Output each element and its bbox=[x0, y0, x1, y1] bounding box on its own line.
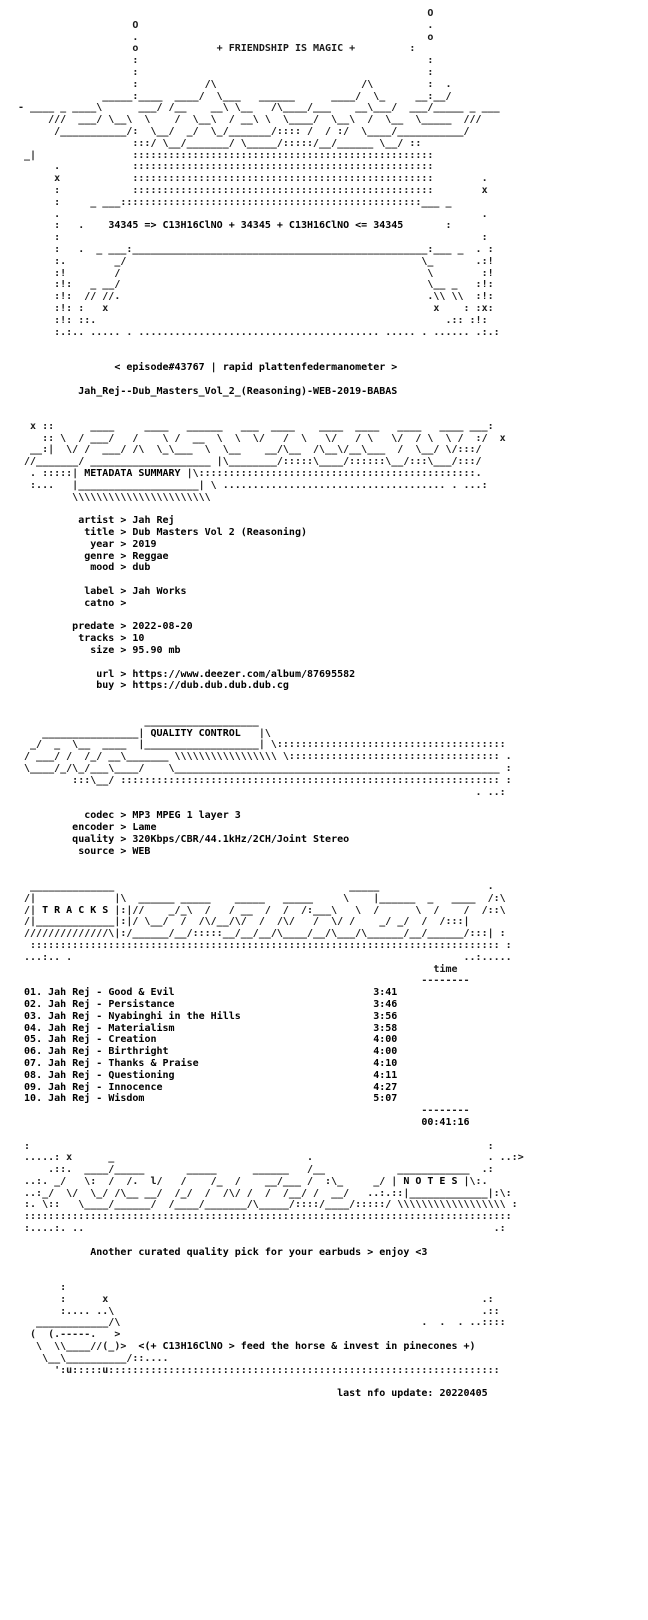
header-art: O O . . o o + FRIENDSHIP IS MAGIC + bbox=[18, 8, 500, 232]
field-source: source > WEB bbox=[18, 845, 151, 857]
track-list: 01. Jah Rej - Good & Evil 3:41 02. Jah R… bbox=[18, 987, 397, 1104]
footer-tagline: <(+ C13H16ClNO > feed the horse & invest… bbox=[138, 1341, 476, 1353]
track-row: 10. Jah Rej - Wisdom 5:07 bbox=[24, 1093, 398, 1105]
quality-fields: codec > MP3 MPEG 1 layer 3 encoder > Lam… bbox=[18, 810, 349, 856]
track-row: 03. Jah Rej - Nyabinghi in the Hills 3:5… bbox=[24, 1010, 398, 1022]
field-artist: artist > Jah Rej bbox=[54, 515, 175, 527]
footer-art: : : x .: :.... ..\ .:: ____________/\ bbox=[30, 1282, 506, 1353]
total-time: 00:41:16 bbox=[421, 1116, 470, 1128]
quality-banner-art: ___________________ ________________| bbox=[42, 715, 259, 739]
field-genre: genre > Reggae bbox=[18, 550, 169, 562]
metadata-section-title: METADATA SUMMARY bbox=[84, 468, 181, 480]
time-header: time bbox=[433, 963, 458, 975]
track-row: 07. Jah Rej - Thanks & Praise 4:10 bbox=[24, 1057, 398, 1069]
field-url: url > https://www.deezer.com/album/87695… bbox=[18, 668, 356, 680]
track-row: 01. Jah Rej - Good & Evil 3:41 bbox=[24, 987, 398, 999]
field-mood: mood > dub bbox=[18, 562, 151, 574]
notes-text: Another curated quality pick for your ea… bbox=[90, 1246, 428, 1258]
header-slogan: FRIENDSHIP IS MAGIC bbox=[228, 43, 344, 55]
notes-section-title: N O T E S bbox=[403, 1175, 458, 1187]
field-buy: buy > https://dub.dub.dub.dub.cg bbox=[18, 680, 289, 692]
field-codec: codec > MP3 MPEG 1 layer 3 bbox=[18, 810, 241, 822]
track-row: 09. Jah Rej - Innocence 4:27 bbox=[24, 1081, 398, 1093]
last-update: last nfo update: 20220405 bbox=[337, 1388, 488, 1400]
nfo-document: O O . . o o + FRIENDSHIP IS MAGIC + bbox=[18, 8, 524, 1400]
field-year: year > 2019 bbox=[18, 538, 157, 550]
field-title: title > Dub Masters Vol 2 (Reasoning) bbox=[18, 527, 307, 539]
quality-section-title: QUALITY CONTROL bbox=[150, 727, 241, 739]
track-row: 05. Jah Rej - Creation 4:00 bbox=[24, 1034, 398, 1046]
episode-line: < episode#43767 | rapid plattenfedermano… bbox=[114, 361, 398, 373]
tracks-section-title: T R A C K S bbox=[42, 904, 109, 916]
formula-line: 34345 => C13H16ClNO + 34345 + C13H16ClNO… bbox=[108, 220, 404, 232]
field-predate: predate > 2022-08-20 bbox=[18, 621, 193, 633]
track-row: 04. Jah Rej - Materialism 3:58 bbox=[24, 1022, 398, 1034]
metadata-banner-art: x :: ____ ____ ______ ___ ____ ____ ____… bbox=[24, 420, 506, 480]
notes-banner-art: : : .....: x _ . . ..:> .::. ____/_____ … bbox=[24, 1140, 524, 1187]
field-encoder: encoder > Lame bbox=[18, 821, 157, 833]
field-label: label > Jah Works bbox=[18, 586, 187, 598]
track-row: 02. Jah Rej - Persistance 3:46 bbox=[24, 998, 398, 1010]
release-name: Jah_Rej--Dub_Masters_Vol_2_(Reasoning)-W… bbox=[78, 385, 398, 397]
metadata-fields: artist > Jah Rej title > Dub Masters Vol… bbox=[18, 515, 524, 691]
track-row: 08. Jah Rej - Questioning 4:11 bbox=[24, 1069, 398, 1081]
field-catno: catno > bbox=[18, 597, 133, 609]
field-quality: quality > 320Kbps/CBR/44.1kHz/2CH/Joint … bbox=[18, 833, 350, 845]
field-tracks: tracks > 10 bbox=[18, 633, 145, 645]
tracks-banner-art: ______________ _____ . /| |\ ______ ____… bbox=[24, 880, 506, 916]
track-row: 06. Jah Rej - Birthright 4:00 bbox=[24, 1046, 398, 1058]
field-size: size > 95.90 mb bbox=[18, 645, 181, 657]
